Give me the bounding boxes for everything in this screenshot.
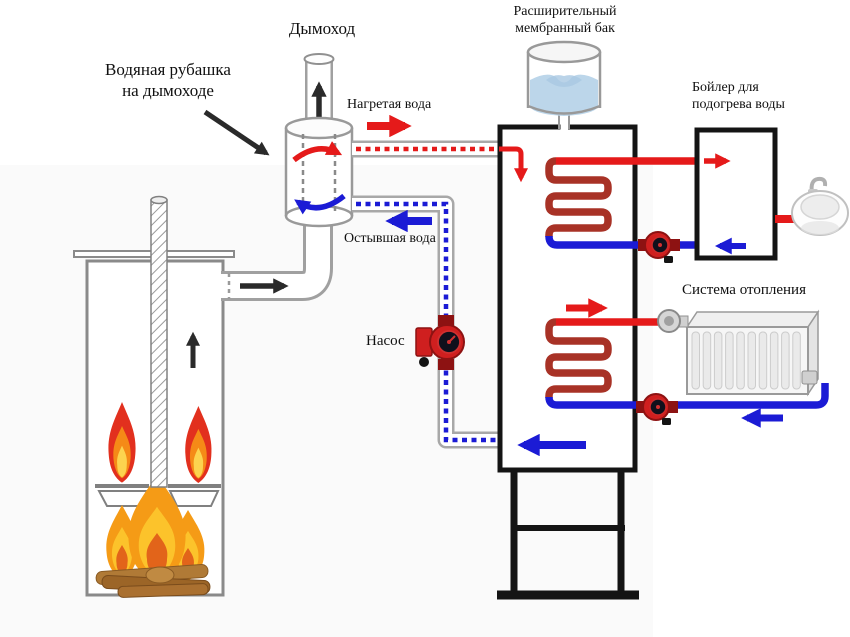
- cold-circulation-arrow-icon: [294, 193, 346, 215]
- hot-circulation-arrow-icon: [292, 141, 343, 163]
- sink-icon: [791, 176, 849, 236]
- smoke-duct: [221, 215, 333, 301]
- radiator: [685, 309, 820, 397]
- label-boiler: Бойлер для подогрева воды: [692, 80, 785, 113]
- label-pump: Насос: [366, 333, 405, 349]
- label-cooled-water: Остывшая вода: [344, 231, 436, 246]
- label-heated-water: Нагретая вода: [347, 97, 432, 112]
- heating-pump: [636, 393, 678, 425]
- stove-central-pipe: [150, 195, 168, 488]
- tank-stand: [497, 470, 639, 600]
- label-water-jacket: Водяная рубашка на дымоходе: [105, 60, 231, 100]
- radiator-valve: [657, 309, 689, 333]
- storage-tank: [497, 124, 638, 473]
- stove-tray-right: [168, 490, 220, 507]
- boiler-pump: [638, 231, 680, 263]
- label-chimney: Дымоход: [288, 19, 356, 38]
- boiler: [694, 127, 778, 261]
- label-expansion-tank: Расширительный мембранный бак: [513, 4, 617, 37]
- expansion-tank: [526, 40, 602, 130]
- heating-coil: [545, 318, 829, 409]
- label-pointer-arrow-icon: [203, 109, 270, 156]
- boiler-coil: [545, 157, 700, 249]
- tank-inlet-arrow-icon: [499, 146, 528, 183]
- radiator-outlet-fitting: [801, 370, 818, 385]
- circulation-pump: [415, 315, 465, 370]
- label-heating-system: Система отопления: [682, 282, 806, 298]
- logs-icon: [95, 564, 211, 598]
